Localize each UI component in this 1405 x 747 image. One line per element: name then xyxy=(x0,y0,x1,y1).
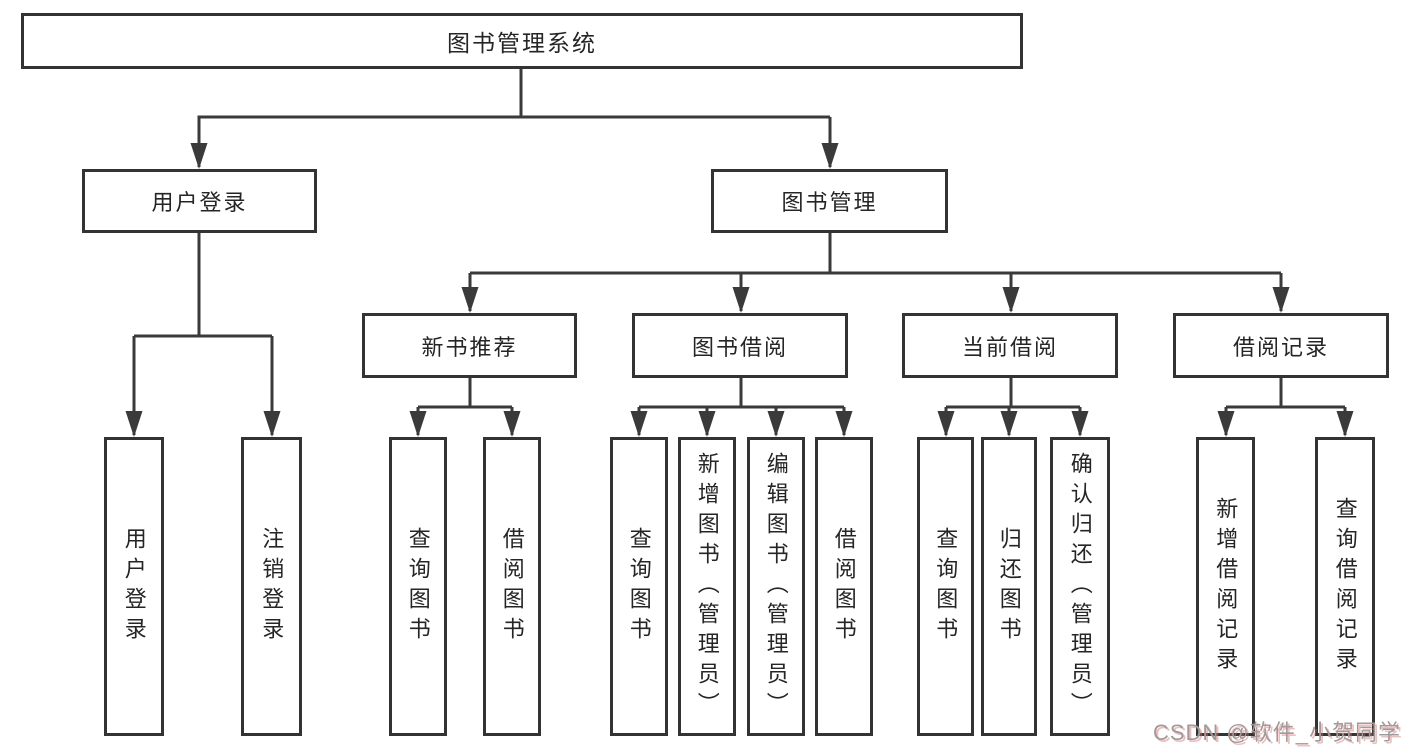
node-label: 查询图书 xyxy=(933,526,959,647)
leaf-confirm-return-admin: 确认归还（管理员） xyxy=(1050,437,1110,736)
leaf-add-borrow-record: 新增借阅记录 xyxy=(1196,437,1255,736)
node-label: 编辑图书（管理员） xyxy=(763,451,789,722)
node-label: 新书推荐 xyxy=(421,334,518,360)
leaf-return-book: 归还图书 xyxy=(981,437,1037,736)
node-current-borrow: 当前借阅 xyxy=(902,313,1118,378)
node-label: 新增图书（管理员） xyxy=(694,451,720,722)
leaf-user-login: 用户登录 xyxy=(104,437,164,736)
node-label: 查询借阅记录 xyxy=(1332,496,1358,677)
node-library-management-system: 图书管理系统 xyxy=(21,13,1023,69)
leaf-query-book-borrow: 查询图书 xyxy=(610,437,668,736)
node-label: 用户登录 xyxy=(151,190,248,215)
node-label: 借阅图书 xyxy=(831,526,857,647)
leaf-query-book-recommend: 查询图书 xyxy=(389,437,447,736)
node-label: 查询图书 xyxy=(626,526,652,647)
node-label: 用户登录 xyxy=(121,526,147,647)
node-label: 当前借阅 xyxy=(961,334,1058,360)
node-label: 新增借阅记录 xyxy=(1213,496,1239,677)
leaf-edit-book-admin: 编辑图书（管理员） xyxy=(747,437,805,736)
leaf-add-book-admin: 新增图书（管理员） xyxy=(678,437,736,736)
node-label: 借阅图书 xyxy=(499,526,525,647)
leaf-logout: 注销登录 xyxy=(241,437,302,736)
node-new-book-recommend: 新书推荐 xyxy=(362,313,577,378)
node-label: 查询图书 xyxy=(405,526,431,647)
node-label: 注销登录 xyxy=(259,526,285,647)
node-borrow-records: 借阅记录 xyxy=(1173,313,1389,378)
node-label: 图书管理系统 xyxy=(447,30,597,56)
node-book-borrow: 图书借阅 xyxy=(632,313,848,378)
node-label: 借阅记录 xyxy=(1232,334,1329,360)
leaf-borrow-book: 借阅图书 xyxy=(815,437,873,736)
node-label: 确认归还（管理员） xyxy=(1067,451,1093,722)
leaf-query-book-current: 查询图书 xyxy=(917,437,974,736)
node-label: 图书借阅 xyxy=(691,334,788,360)
node-label: 归还图书 xyxy=(996,526,1022,647)
node-user-login: 用户登录 xyxy=(82,169,317,233)
leaf-borrow-book-recommend: 借阅图书 xyxy=(483,437,541,736)
node-label: 图书管理 xyxy=(781,190,878,215)
node-book-management: 图书管理 xyxy=(711,169,948,233)
leaf-query-borrow-record: 查询借阅记录 xyxy=(1315,437,1375,736)
watermark: CSDN @软件_小贺同学 xyxy=(1152,720,1401,745)
